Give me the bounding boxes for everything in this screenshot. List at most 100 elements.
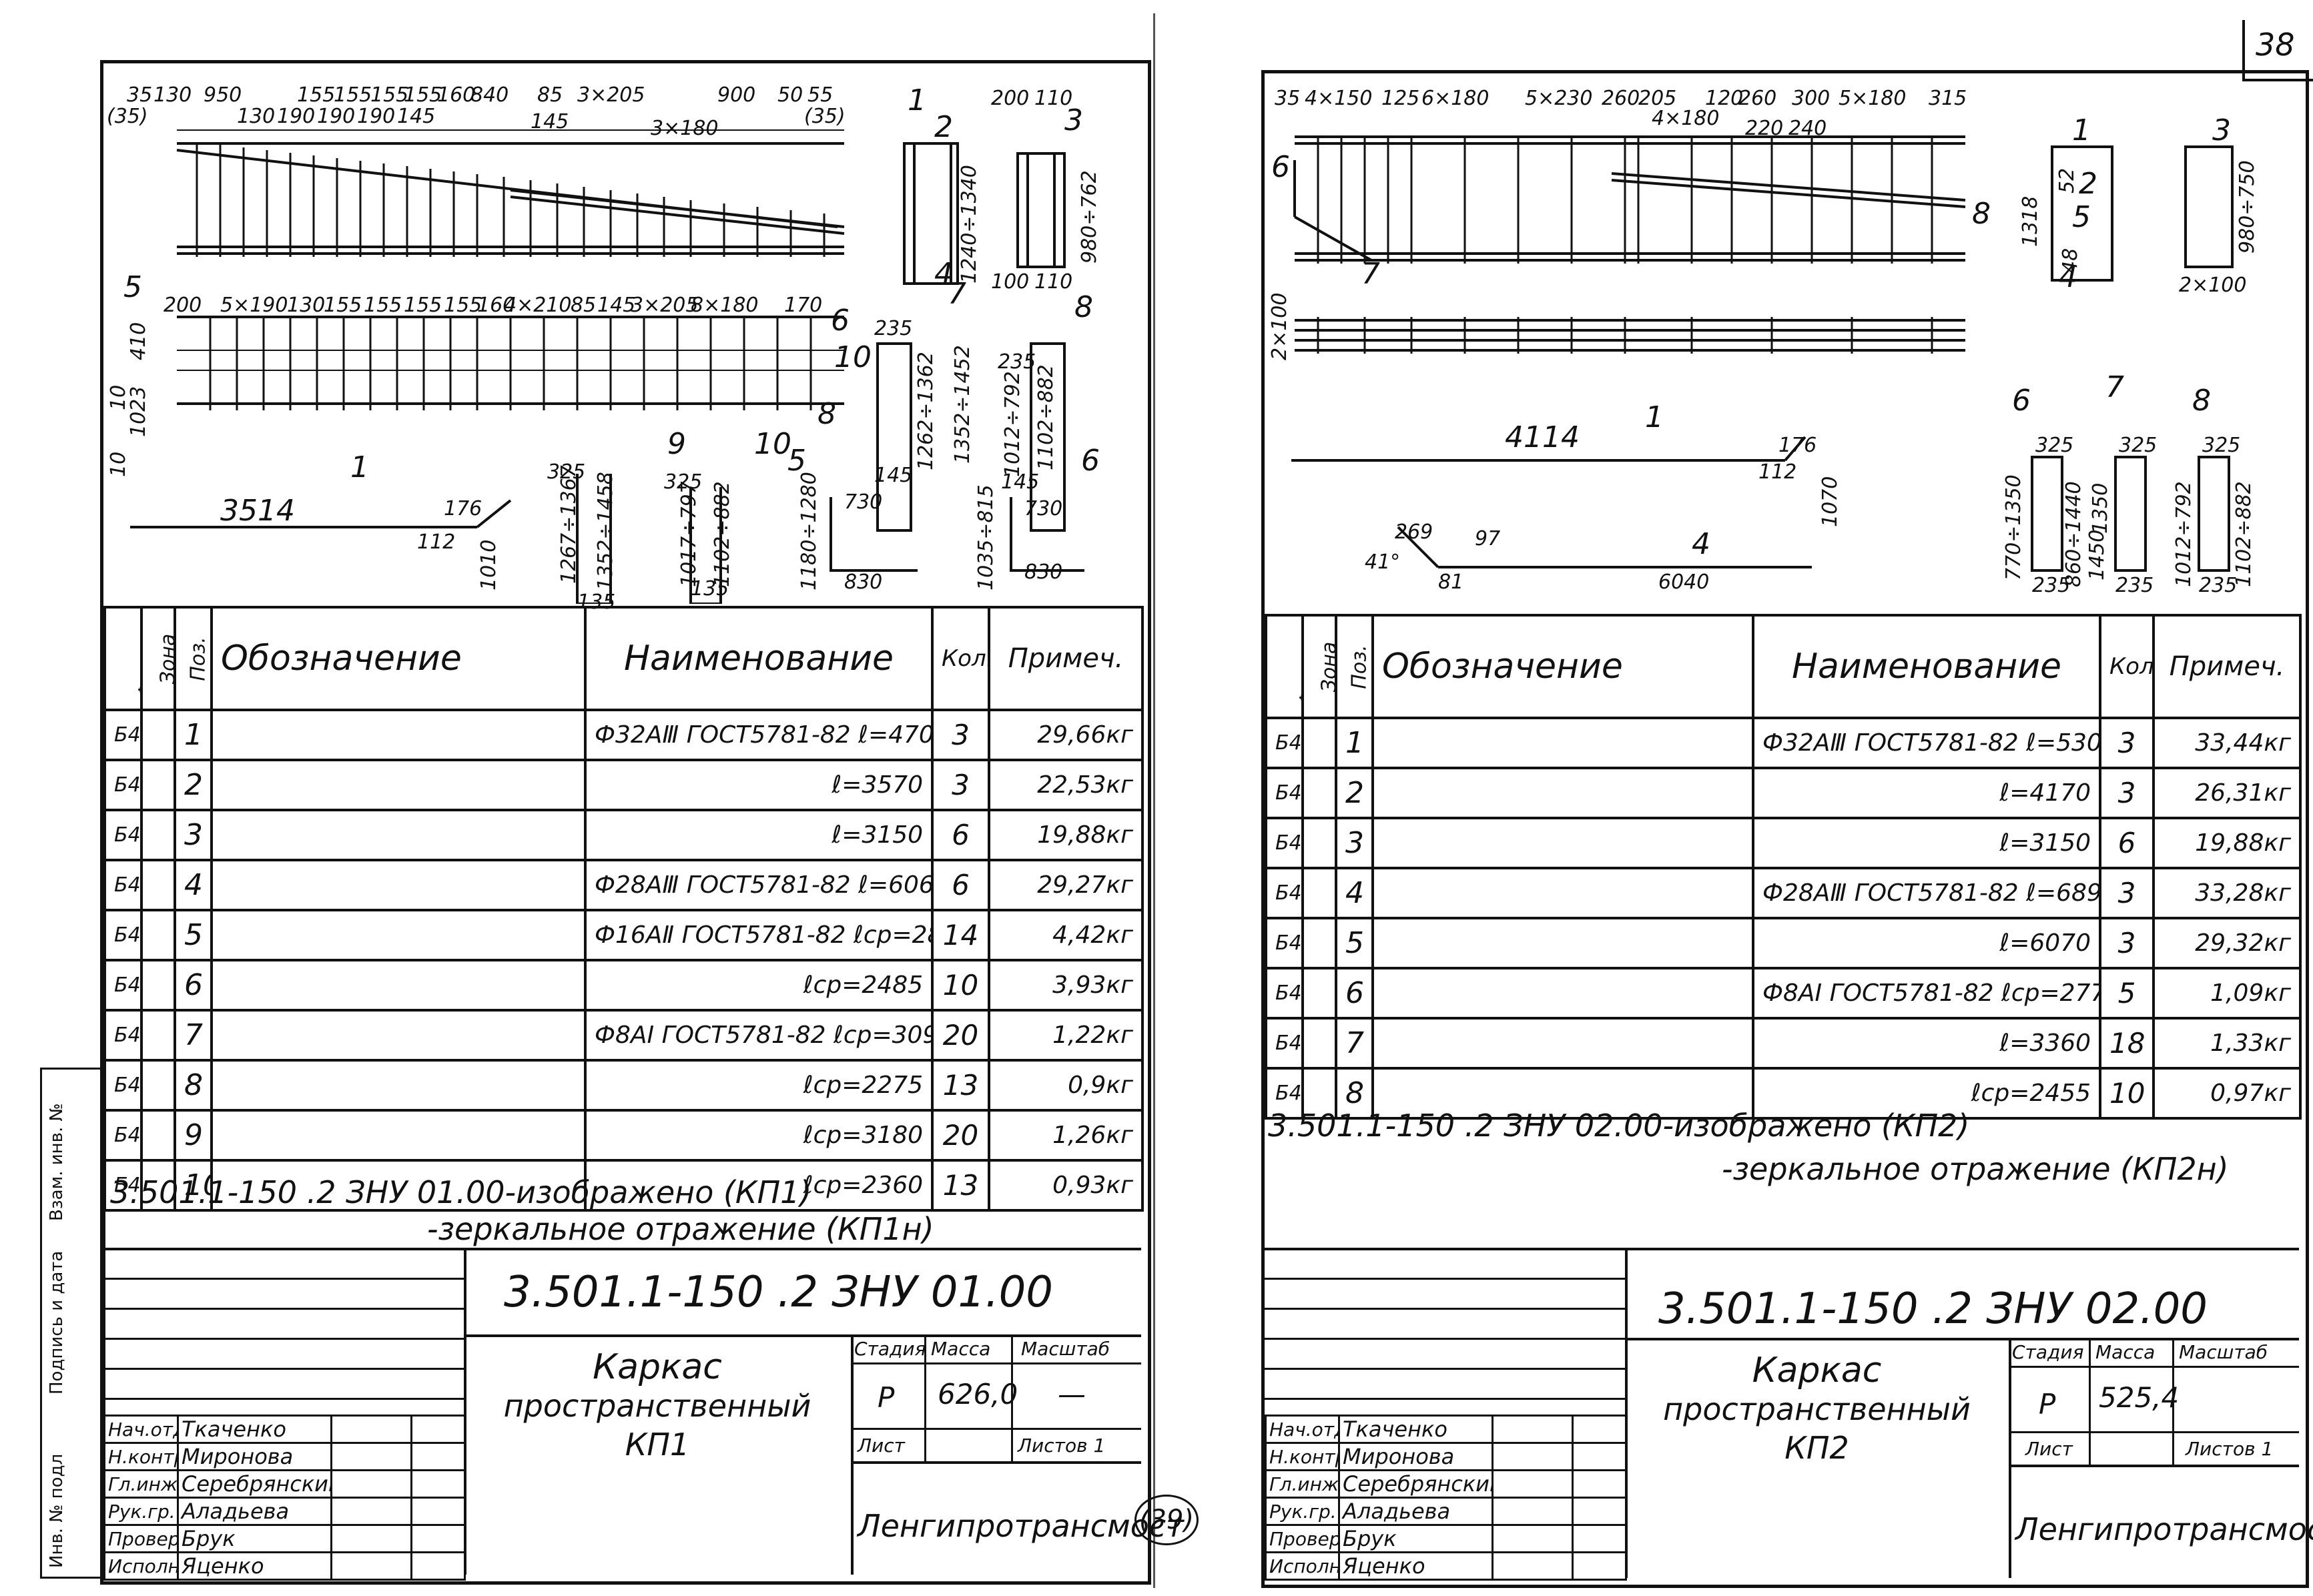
name-cell: Ф28АⅢ ГОСТ5781-82 ℓ=6060	[584, 859, 934, 911]
signer-role: Н.контр.	[1265, 1442, 1340, 1471]
zone-cell	[140, 759, 176, 811]
name-cell: Ф16АⅡ ГОСТ5781-82 ℓср=2800	[584, 909, 934, 961]
signer-role: Рук.гр.	[103, 1497, 179, 1526]
left-dim-top-16: 130	[237, 105, 276, 128]
zone-cell	[1301, 1067, 1337, 1120]
left-sheet-tag: (39)	[1134, 1495, 1199, 1545]
left-stage-rule2	[851, 1428, 1141, 1430]
left-th-note: Примеч.	[988, 606, 1144, 711]
zone-cell	[1301, 967, 1337, 1020]
format-cell: Б4	[1265, 917, 1304, 969]
designation-cell	[210, 759, 587, 811]
format-cell: Б4	[103, 759, 143, 811]
note-cell: 1,09кг	[2152, 967, 2302, 1020]
left-sec-25: 1035÷815	[974, 484, 998, 590]
right-stage-v2	[2172, 1338, 2174, 1465]
left-sec-5: 110	[1034, 270, 1073, 294]
right-stage: Р	[2039, 1388, 2056, 1421]
right-callout-7: 7	[1361, 257, 1380, 291]
signer-name: Брук	[1338, 1524, 1494, 1553]
left-callout-6: 6	[831, 304, 850, 338]
designation-cell	[210, 709, 587, 761]
signature-cell	[1492, 1551, 1574, 1581]
zone-cell	[140, 1059, 176, 1112]
note-cell: 22,53кг	[988, 759, 1144, 811]
left-dim-mid-0: 200	[163, 294, 202, 317]
signer-name: Брук	[177, 1524, 332, 1553]
date-cell	[410, 1415, 466, 1444]
right-stage-label: Стадия	[2012, 1341, 2084, 1363]
left-dim-mid-1: 5×190	[220, 294, 288, 317]
right-vert-0: 2×100	[1268, 292, 1291, 360]
zone-cell	[140, 809, 176, 861]
right-sheets-label: Листов 1	[2186, 1438, 2274, 1460]
note-cell: 29,32кг	[2152, 917, 2302, 969]
side-stamp-sign: Подпись и дата	[47, 1250, 67, 1394]
signer-role: Гл.инж.пр.	[1265, 1469, 1340, 1499]
designation-cell	[1371, 767, 1754, 819]
designation-cell	[1371, 867, 1754, 919]
right-spec-table: Формат Зона Поз. Обозначение Наименовани…	[1265, 614, 2302, 1120]
right-drawing-svg	[1291, 135, 2234, 572]
format-cell: Б4	[103, 959, 143, 1012]
signer-row: Гл.инж.пр.Серебрянский	[1265, 1469, 1627, 1499]
left-dim-mid-11: 3×205	[631, 294, 699, 317]
right-mass-label: Масса	[2095, 1341, 2156, 1363]
left-dim-top-17: 190	[277, 105, 316, 128]
qty-cell: 3	[931, 709, 990, 761]
signer-role: Проверил	[103, 1524, 179, 1553]
signature-cell	[1492, 1469, 1574, 1499]
name-cell: ℓ=4170	[1752, 767, 2101, 819]
name-cell: ℓср=3180	[584, 1109, 934, 1162]
left-th-pos: Поз.	[174, 606, 213, 711]
left-doc-title: Каркас пространственный КП1	[467, 1348, 848, 1464]
left-bar1-len: 3514	[220, 494, 295, 528]
left-dim-mid-4: 155	[364, 294, 402, 317]
left-dim-top-9: 85	[537, 83, 563, 107]
left-title-line1: Каркас	[593, 1347, 722, 1387]
left-sec-6: 235	[874, 317, 913, 340]
left-scale: —	[1058, 1378, 1086, 1411]
right-bar4-c: 81	[1438, 570, 1464, 594]
left-dim-top-5: 155	[370, 83, 409, 107]
note-cell: 0,97кг	[2152, 1067, 2302, 1120]
right-org: Ленгипротрансмост	[2015, 1511, 2313, 1547]
left-mass: 626,0	[938, 1378, 1018, 1411]
left-sec-23: 1180÷1280	[797, 472, 821, 590]
right-stage-rule	[2009, 1366, 2299, 1368]
right-stage-rule2	[2009, 1431, 2299, 1433]
date-cell	[410, 1524, 466, 1553]
left-vert-3: 10	[107, 384, 130, 410]
left-tb-hsplit2	[851, 1461, 1141, 1464]
right-bar4-a: 269	[1395, 520, 1433, 544]
zone-cell	[1301, 1017, 1337, 1070]
left-dim-mid-13: 170	[784, 294, 823, 317]
pos-cell: 4	[174, 859, 213, 911]
right-sec-10: 1350	[2089, 482, 2112, 534]
left-dim-top-1: 130	[153, 83, 192, 107]
right-tb-lines4	[1265, 1368, 1625, 1370]
right-tb-hsplit1	[1625, 1338, 2299, 1340]
right-tb-vsplit	[1625, 1248, 1628, 1578]
right-th-qty: Кол.	[2099, 614, 2155, 719]
left-tb-lines5	[103, 1398, 464, 1400]
designation-cell	[1371, 1067, 1754, 1120]
format-cell: Б4	[1265, 967, 1304, 1020]
right-drawing: 35 4×150 125 6×180 5×230 260 205 120 260…	[1265, 73, 2299, 607]
pos-cell: 6	[174, 959, 213, 1012]
signer-row: ИсполнилЯценко	[103, 1551, 466, 1581]
pos-cell: 9	[174, 1109, 213, 1162]
right-tb-lines3	[1265, 1338, 1625, 1340]
pos-cell: 8	[1335, 1067, 1374, 1120]
pos-cell: 5	[1335, 917, 1374, 969]
left-callout-1: 1	[908, 83, 926, 117]
right-callout-6: 6	[1271, 150, 1290, 184]
